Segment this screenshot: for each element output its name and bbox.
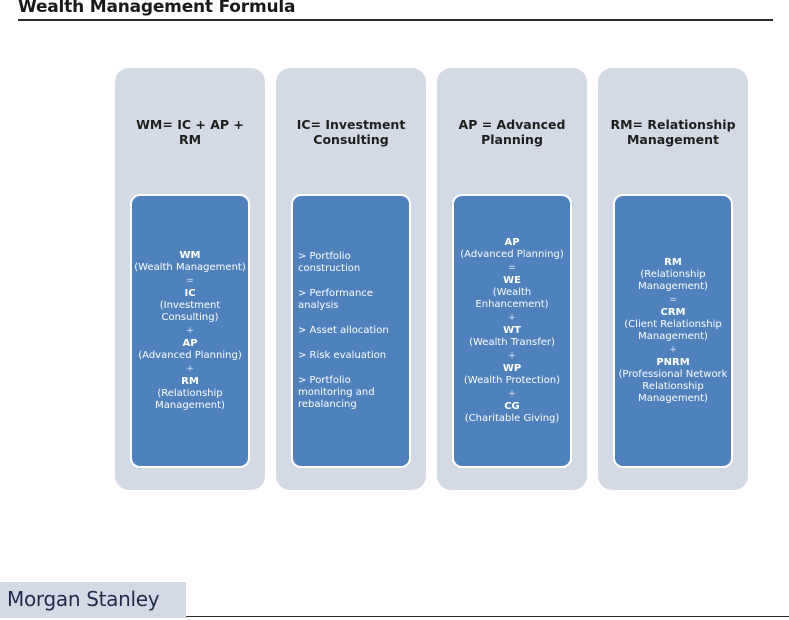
formula-term-description: (Advanced Planning) bbox=[138, 350, 242, 361]
formula-term: CRM bbox=[660, 307, 686, 318]
formula-operator: + bbox=[508, 351, 516, 361]
formula-term: CG bbox=[504, 401, 520, 412]
page-title: Wealth Management Formula bbox=[18, 0, 296, 17]
formula-operator: = bbox=[508, 263, 516, 273]
formula-term: PNRM bbox=[656, 357, 690, 368]
formula-term-description: (Client Relationship Management) bbox=[624, 319, 722, 342]
formula-term: AP bbox=[504, 237, 520, 248]
bullet-item: > Asset allocation bbox=[298, 325, 389, 336]
column-ic: IC= Investment Consulting > Portfolio co… bbox=[276, 68, 426, 490]
bullet-box: > Portfolio construction > Performance an… bbox=[291, 194, 411, 468]
formula-operator: = bbox=[186, 276, 194, 286]
formula-term-description: (Professional Network Relationship Manag… bbox=[618, 369, 728, 404]
bullet-item: > Risk evaluation bbox=[298, 350, 387, 361]
column-ap: AP = Advanced Planning AP(Advanced Plann… bbox=[437, 68, 587, 490]
formula-term-description: (Wealth Transfer) bbox=[469, 337, 555, 348]
footer-rule bbox=[186, 616, 789, 617]
formula-box: AP(Advanced Planning) = WE(Wealth Enhancem… bbox=[452, 194, 572, 468]
formula-operator: + bbox=[186, 364, 194, 374]
formula-term: AP bbox=[182, 338, 198, 349]
formula-term: WP bbox=[502, 363, 522, 374]
formula-operator: = bbox=[669, 295, 677, 305]
formula-term: IC bbox=[184, 288, 196, 299]
formula-term-description: (Advanced Planning) bbox=[460, 249, 564, 260]
formula-term: RM bbox=[664, 257, 682, 268]
formula-term-description: (Relationship Management) bbox=[638, 269, 708, 292]
formula-term-description: (Wealth Enhancement) bbox=[475, 287, 549, 310]
formula-term: RM bbox=[181, 376, 199, 387]
formula-box: WM(Wealth Management) = IC(Investment Cons… bbox=[130, 194, 250, 468]
formula-operator: + bbox=[186, 326, 194, 336]
column-heading: IC= Investment Consulting bbox=[296, 117, 406, 147]
formula-box: RM(Relationship Management) = CRM(Client R… bbox=[613, 194, 733, 468]
formula-term-description: (Wealth Management) bbox=[134, 262, 246, 273]
formula-operator: + bbox=[669, 345, 677, 355]
formula-term: WM bbox=[179, 250, 201, 261]
column-heading: RM= Relationship Management bbox=[610, 117, 736, 147]
bullet-item: > Portfolio monitoring and rebalancing bbox=[298, 375, 375, 410]
formula-operator: + bbox=[508, 389, 516, 399]
title-underline bbox=[18, 19, 773, 21]
formula-term-description: (Wealth Protection) bbox=[463, 375, 561, 386]
formula-term-description: (Charitable Giving) bbox=[464, 413, 560, 424]
formula-term-description: (Investment Consulting) bbox=[159, 300, 221, 323]
column-rm: RM= Relationship Management RM(Relations… bbox=[598, 68, 748, 490]
bullet-item: > Performance analysis bbox=[298, 288, 373, 311]
morgan-stanley-logo: Morgan Stanley bbox=[0, 582, 186, 618]
formula-term: WT bbox=[503, 325, 521, 336]
formula-term-description: (Relationship Management) bbox=[155, 388, 225, 411]
logo-text: Morgan Stanley bbox=[7, 587, 160, 611]
bullet-item: > Portfolio construction bbox=[298, 251, 361, 274]
formula-operator: + bbox=[508, 313, 516, 323]
column-heading: WM= IC + AP + RM bbox=[136, 117, 244, 147]
column-wm: WM= IC + AP + RM WM(Wealth Management) = I… bbox=[115, 68, 265, 490]
formula-term: WE bbox=[503, 275, 521, 286]
column-heading: AP = Advanced Planning bbox=[458, 117, 566, 147]
